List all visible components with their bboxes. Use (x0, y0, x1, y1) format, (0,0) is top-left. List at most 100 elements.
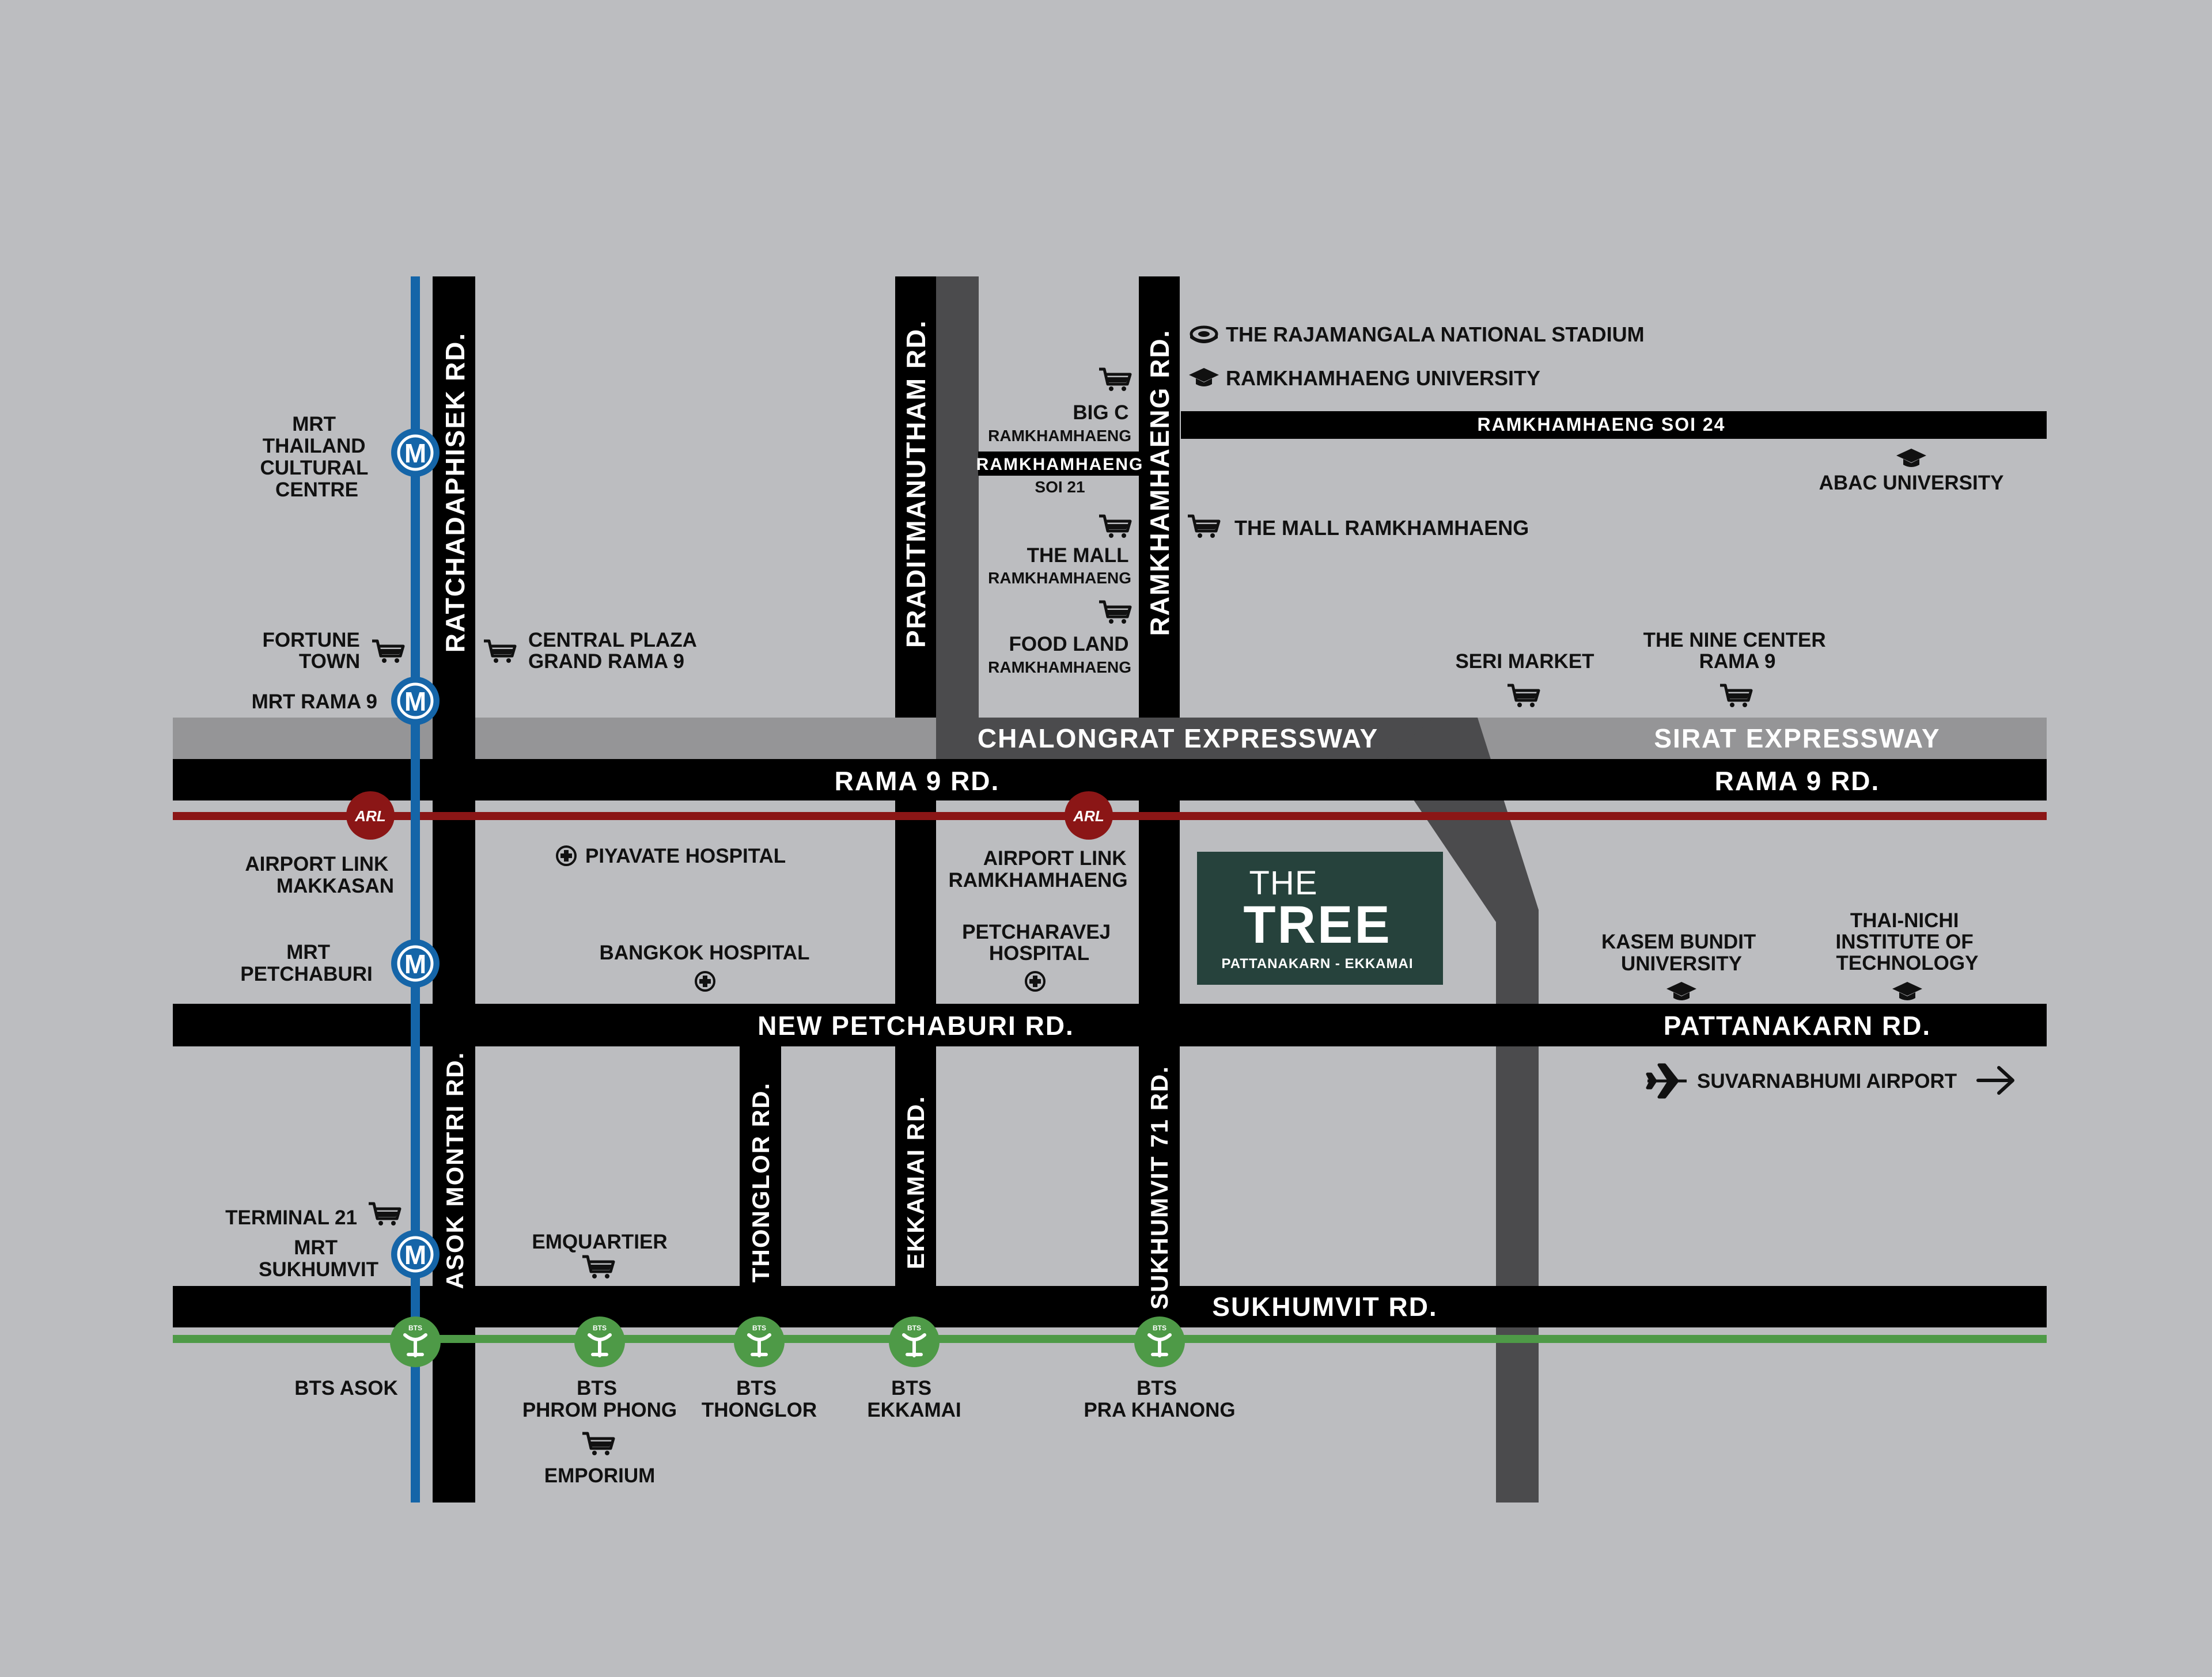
graduation-cap-icon (1896, 449, 1926, 467)
place-label-central-plaza: CENTRAL PLAZA GRAND RAMA 9 (528, 629, 702, 673)
mrt-badge-letter: M (404, 686, 426, 716)
bts-badge-text: BTS (1153, 1324, 1166, 1332)
road-label-soi21-line2: SOI 21 (1035, 478, 1085, 496)
place-label-big-c: BIG C RAMKHAMHAENG (988, 401, 1131, 445)
mrt-petchaburi-marker[interactable]: M (391, 939, 440, 988)
graduation-cap-icon (1892, 982, 1922, 1000)
shopping-cart-icon (1508, 685, 1539, 707)
praditmanutham-road-lower (895, 800, 936, 1286)
place-label-petcharavej: PETCHARAVEJ HOSPITAL (962, 921, 1116, 965)
arl-ramkhamhaeng-marker[interactable]: ARL (1065, 791, 1113, 840)
rama9-road (173, 759, 2047, 800)
new-petchaburi-road (173, 1004, 2047, 1046)
shopping-cart-icon (1099, 369, 1130, 391)
shopping-cart-icon (582, 1433, 613, 1455)
shopping-cart-icon (1720, 685, 1751, 707)
ratchadaphisek-road (433, 276, 475, 1503)
shopping-cart-icon (1188, 516, 1219, 538)
station-label-bts-pra-khanong: BTS PRA KHANONG (1084, 1377, 1235, 1421)
place-label-fortune-town: FORTUNE TOWN (263, 629, 366, 673)
road-label-rama9-left: RAMA 9 RD. (835, 766, 1000, 796)
bts-badge-text: BTS (593, 1324, 607, 1332)
road-label-ekkamai: EKKAMAI RD. (902, 1095, 929, 1269)
road-label-sirat: SIRAT EXPRESSWAY (1654, 723, 1940, 753)
place-label-ramkhamhaeng-university: RAMKHAMHAENG UNIVERSITY (1226, 366, 1540, 390)
praditmanutham-road (895, 276, 936, 718)
bts-thonglor-marker[interactable]: BTS (734, 1316, 785, 1367)
place-label-emporium: EMPORIUM (544, 1464, 656, 1487)
road-label-soi21-line1: RAMKHAMHAENG (976, 455, 1144, 474)
road-label-pattanakarn: PATTANAKARN RD. (1664, 1011, 1931, 1041)
road-label-sukhumvit71: SUKHUMVIT 71 RD. (1146, 1065, 1173, 1310)
ramkhamhaeng-soi24-road (1181, 411, 2047, 439)
bts-line (173, 1335, 2047, 1343)
mrt-rama9-marker[interactable]: M (391, 677, 440, 725)
place-label-nine-center: THE NINE CENTER RAMA 9 (1643, 629, 1832, 673)
ramkhamhaeng-road (1139, 276, 1180, 718)
project-subtitle: PATTANAKARN - EKKAMAI (1222, 956, 1414, 972)
place-label-food-land: FOOD LAND RAMKHAMHAENG (988, 633, 1131, 676)
place-label-the-mall-left: THE MALL RAMKHAMHAENG (988, 544, 1131, 587)
bts-ekkamai-marker[interactable]: BTS (889, 1316, 940, 1367)
road-label-ratchadaphisek: RATCHADAPHISEK RD. (440, 332, 470, 653)
shopping-cart-icon (484, 641, 515, 663)
road-label-sukhumvit: SUKHUMVIT RD. (1212, 1292, 1437, 1322)
place-label-seri-market: SERI MARKET (1455, 650, 1594, 673)
road-label-rama9-right: RAMA 9 RD. (1715, 766, 1880, 796)
thonglor-road (740, 1046, 781, 1286)
road-label-chalongrat: CHALONGRAT EXPRESSWAY (978, 723, 1378, 753)
bts-phrom-phong-marker[interactable]: BTS (574, 1316, 625, 1367)
project-title-tree: TREE (1243, 896, 1391, 954)
arl-badge-text: ARL (1073, 807, 1104, 825)
bts-asok-marker[interactable]: BTS (390, 1316, 441, 1367)
project-title-the: THE (1249, 864, 1318, 902)
sukhumvit71-road (1139, 800, 1180, 1286)
arl-makkasan-marker[interactable]: ARL (346, 791, 395, 840)
airplane-icon (1647, 1065, 1687, 1097)
shopping-cart-icon (1099, 602, 1130, 624)
place-label-kasem-bundit: KASEM BUNDIT UNIVERSITY (1601, 931, 1762, 975)
road-label-thonglor: THONGLOR RD. (747, 1082, 774, 1283)
shopping-cart-icon (372, 641, 403, 663)
bts-badge-text: BTS (907, 1324, 921, 1332)
road-label-ramkhamhaeng: RAMKHAMHAENG RD. (1145, 329, 1175, 636)
station-label-mrt-rama9: MRT RAMA 9 (252, 690, 377, 713)
chalongrat-expressway-segment (936, 718, 1434, 759)
shopping-cart-icon (1099, 516, 1130, 538)
station-label-mrt-petchaburi: MRT PETCHABURI (240, 941, 372, 985)
road-label-new-petchaburi: NEW PETCHABURI RD. (757, 1011, 1074, 1041)
station-label-arl-ramkhamhaeng: AIRPORT LINK RAMKHAMHAENG (948, 847, 1132, 891)
place-label-thai-nichi: THAI-NICHI INSTITUTE OF TECHNOLOGY (1836, 909, 1979, 974)
mrt-sukhumvit-marker[interactable]: M (391, 1230, 440, 1278)
place-label-rajamangala: THE RAJAMANGALA NATIONAL STADIUM (1226, 322, 1645, 346)
place-label-emquartier: EMQUARTIER (532, 1231, 667, 1253)
bts-pra-khanong-marker[interactable]: BTS (1134, 1316, 1185, 1367)
mrt-cultural-centre-marker[interactable]: M (391, 428, 440, 477)
station-label-mrt-sukhumvit: MRT SUKHUMVIT (259, 1236, 378, 1281)
place-label-suvarnabhumi: SUVARNABHUMI AIRPORT (1697, 1070, 1957, 1092)
bts-badge-text: BTS (408, 1324, 422, 1332)
graduation-cap-icon (1666, 982, 1696, 1000)
station-label-arl-makkasan: AIRPORT LINK MAKKASAN (245, 853, 394, 897)
hospital-icon (1025, 971, 1046, 992)
sukhumvit-road (173, 1286, 2047, 1327)
mrt-line (411, 276, 420, 1503)
place-label-the-mall-right: THE MALL RAMKHAMHAENG (1234, 516, 1529, 540)
chalongrat-expressway-connector (1386, 718, 1539, 1503)
road-label-soi24: RAMKHAMHAENG SOI 24 (1478, 414, 1726, 435)
stadium-icon (1191, 327, 1217, 342)
mrt-badge-letter: M (404, 949, 426, 979)
arrow-right-icon (1976, 1066, 2014, 1095)
hospital-icon (556, 845, 577, 866)
place-label-abac: ABAC UNIVERSITY (1819, 472, 2004, 494)
shopping-cart-icon (582, 1257, 613, 1278)
road-label-asok-montri: ASOK MONTRI RD. (441, 1052, 468, 1289)
road-label-praditmanutham: PRADITMANUTHAM RD. (901, 320, 931, 648)
bts-badge-text: BTS (752, 1324, 766, 1332)
station-label-mrt-cultural: MRT THAILAND CULTURAL CENTRE (260, 413, 373, 501)
place-label-terminal21: TERMINAL 21 (225, 1206, 357, 1229)
station-label-bts-phrom-phong: BTS PHROM PHONG (522, 1377, 677, 1421)
the-tree-project-panel[interactable]: THE TREE PATTANAKARN - EKKAMAI (1197, 852, 1443, 985)
arl-badge-text: ARL (354, 807, 385, 825)
